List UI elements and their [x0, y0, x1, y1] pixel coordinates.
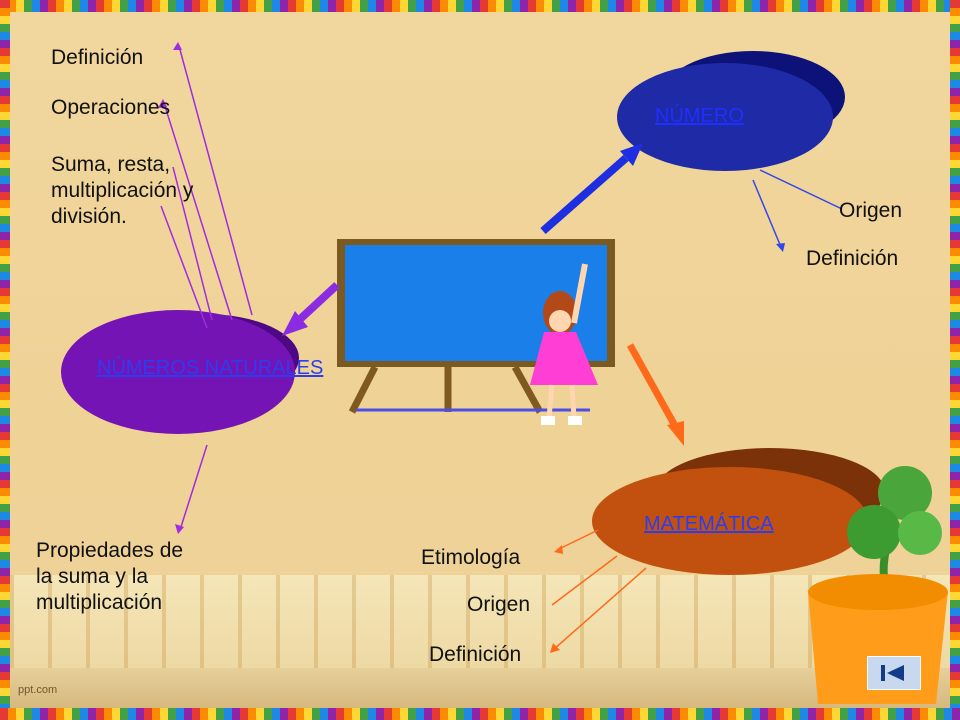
- numero-origen-label: Origen: [839, 199, 903, 222]
- arrow-to-matematica-head: [667, 421, 684, 446]
- girl-leg-left: [546, 384, 555, 419]
- matematica-definicion-label: Definición: [429, 643, 522, 666]
- rainbow-border-right: [950, 0, 960, 720]
- naturales-propiedades-arrowhead: [175, 524, 184, 534]
- first-slide-button[interactable]: [867, 656, 921, 690]
- naturales-definicion-arrowhead: [173, 42, 182, 50]
- arrow-to-numero-head: [620, 143, 643, 166]
- naturales-detalle-connector: [172, 166, 213, 321]
- arrow-to-numero: [540, 154, 629, 235]
- matematica-etimologia-arrowhead: [554, 545, 563, 554]
- naturales-definicion-label: Definición: [51, 46, 144, 69]
- naturales-node-shape[interactable]: [61, 310, 295, 434]
- naturales-propiedades-connector: [179, 444, 208, 531]
- arrow-to-naturales-head: [282, 311, 308, 336]
- girl-dress: [530, 332, 598, 385]
- rainbow-border-left: [0, 0, 10, 720]
- numero-node-shape[interactable]: [617, 63, 833, 171]
- girl-shoe-right: [568, 416, 582, 425]
- girl-leg-right: [569, 384, 577, 419]
- girl-face: [549, 310, 571, 332]
- plant-leaf-2: [847, 505, 901, 559]
- naturales-operaciones-detail-line-2: multiplicación y: [51, 179, 194, 202]
- numero-definicion-arrowhead: [776, 243, 785, 252]
- naturales-branches: [158, 42, 253, 534]
- naturales-operaciones-arrowhead: [158, 99, 167, 108]
- easel-leg-left: [348, 365, 379, 414]
- naturales-operaciones-detail-line-3: división.: [51, 205, 127, 228]
- arrow-to-naturales: [294, 282, 340, 325]
- matematica-branches: [550, 529, 647, 653]
- matematica-definicion-arrowhead: [550, 643, 560, 653]
- matematica-etimologia-label: Etimología: [421, 546, 521, 569]
- numero-branches: [752, 169, 843, 252]
- naturales-operaciones-connector: [163, 102, 233, 321]
- girl-illustration: [530, 263, 598, 425]
- naturales-division-connector: [160, 205, 208, 329]
- naturales-propiedades-line-3: multiplicación: [36, 591, 163, 614]
- matematica-link[interactable]: MATEMÁTICA: [644, 513, 774, 535]
- naturales-propiedades-line-2: la suma y la: [36, 565, 149, 588]
- rainbow-border-bottom: [0, 708, 960, 720]
- rainbow-border-top: [0, 0, 960, 12]
- arrow-to-matematica: [626, 343, 678, 426]
- plant-leaf-3: [898, 511, 942, 555]
- matematica-origen-label: Origen: [467, 593, 531, 616]
- decorative-floor-band: [10, 668, 950, 708]
- numero-node[interactable]: [617, 51, 845, 171]
- first-slide-icon: [881, 665, 904, 681]
- naturales-propiedades-line-1: Propiedades de: [36, 539, 184, 562]
- naturales-operaciones-label: Operaciones: [51, 96, 171, 119]
- matematica-etimologia-connector: [556, 529, 599, 551]
- naturales-node[interactable]: [61, 310, 299, 434]
- numero-definicion-label: Definición: [806, 247, 899, 270]
- watermark-text: ppt.com: [18, 684, 58, 696]
- easel-leg-right: [511, 365, 544, 414]
- naturales-definicion-connector: [178, 45, 253, 316]
- numeros-naturales-link[interactable]: NÚMEROS NATURALES: [97, 357, 324, 379]
- naturales-operaciones-detail-line-1: Suma, resta,: [51, 153, 171, 176]
- main-arrows: [282, 143, 684, 446]
- flowerpot-rim: [808, 574, 948, 610]
- numero-definicion-connector: [752, 179, 782, 248]
- numero-link[interactable]: NÚMERO: [655, 105, 744, 127]
- girl-arm: [571, 263, 588, 324]
- girl-shoe-left: [541, 416, 555, 425]
- matematica-definicion-connector: [552, 567, 647, 651]
- matematica-node-shape[interactable]: [592, 467, 868, 575]
- matematica-origen-connector: [551, 555, 618, 606]
- numero-origen-connector: [759, 169, 843, 210]
- matematica-node[interactable]: [592, 448, 885, 575]
- plant-leaf-1: [878, 466, 932, 520]
